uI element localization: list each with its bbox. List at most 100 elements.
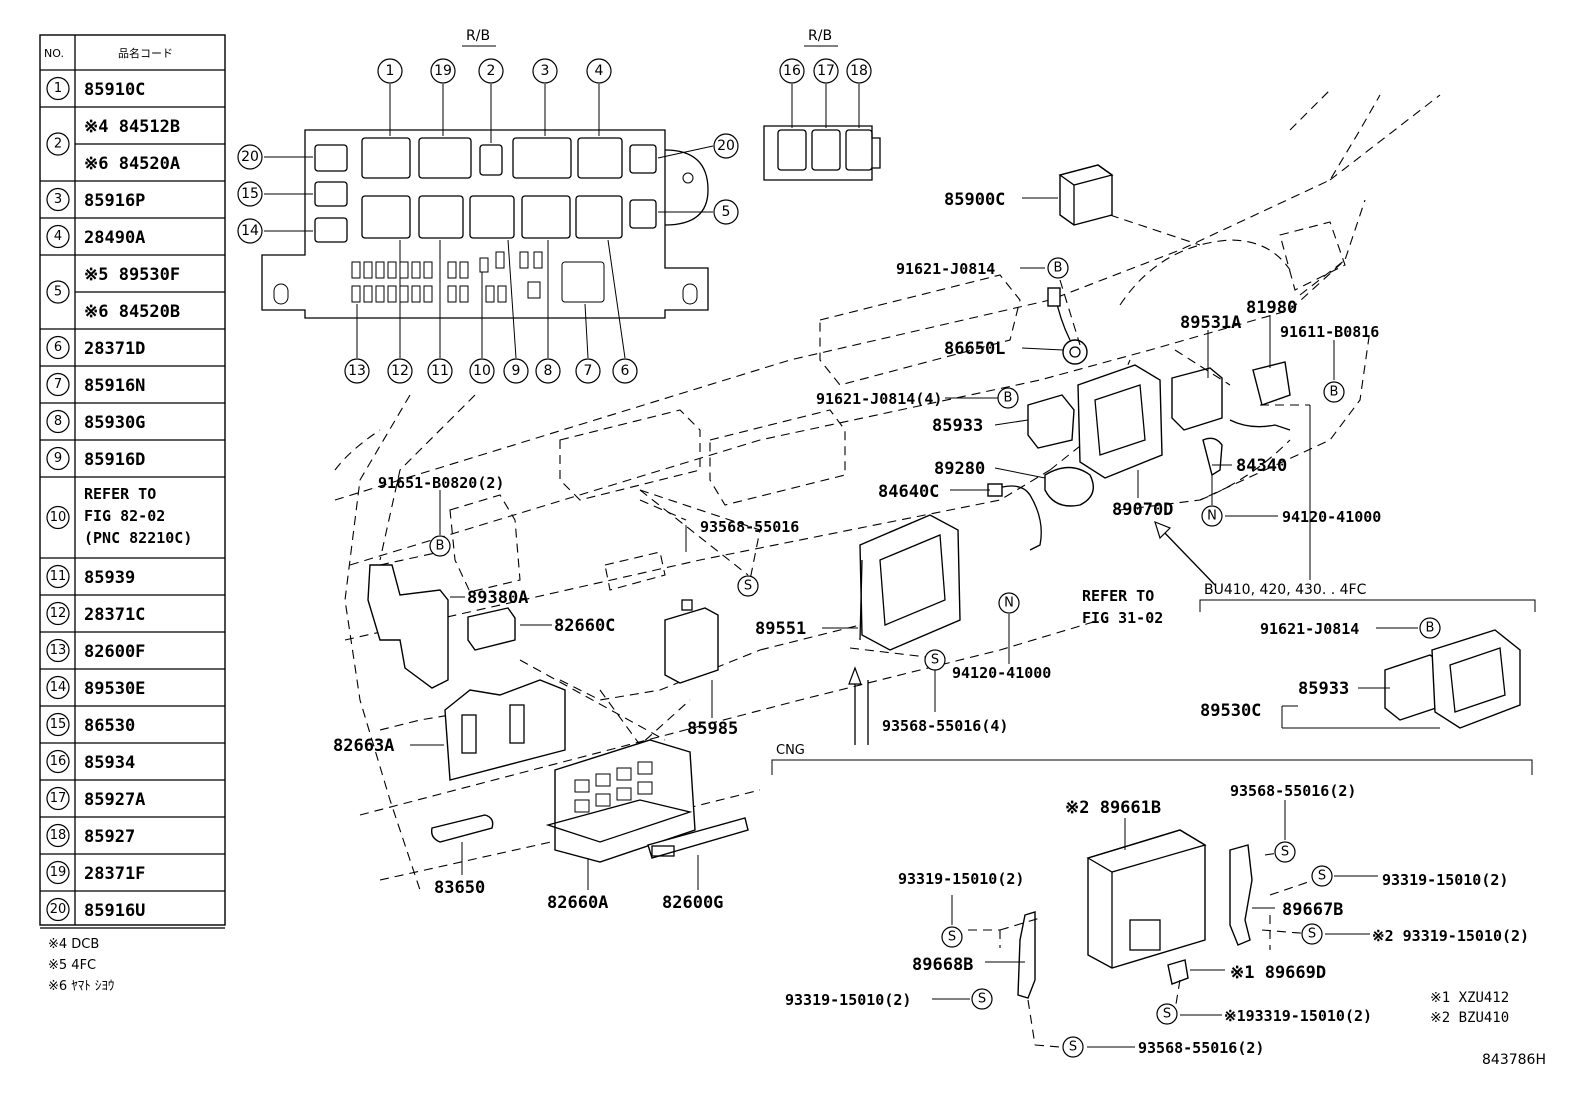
svg-text:8: 8 bbox=[544, 363, 553, 379]
label-refer-to: REFER TO bbox=[1082, 587, 1154, 605]
svg-text:19: 19 bbox=[434, 63, 452, 79]
svg-text:B: B bbox=[1054, 261, 1063, 276]
components bbox=[367, 164, 1521, 999]
model-note: ※1 XZU412 bbox=[1430, 990, 1510, 1006]
label-85985: 85985 bbox=[687, 719, 738, 739]
callout-11: 11 bbox=[427, 358, 453, 384]
svg-text:3: 3 bbox=[541, 63, 550, 79]
callout-20-right: 20 bbox=[713, 133, 739, 159]
table-row-code: 86530 bbox=[84, 716, 135, 736]
svg-text:N: N bbox=[1207, 509, 1217, 524]
svg-text:S: S bbox=[1318, 869, 1326, 884]
svg-text:B: B bbox=[1330, 385, 1339, 400]
label-82660C: 82660C bbox=[554, 616, 615, 636]
callout-10: 10 bbox=[469, 358, 495, 384]
label-89661B: ※2 89661B bbox=[1065, 798, 1161, 818]
label-94120-41000: 94120-41000 bbox=[1282, 508, 1381, 526]
table-row-number: 15 bbox=[50, 717, 67, 732]
label-83650: 83650 bbox=[434, 878, 485, 898]
callout-4: 4 bbox=[586, 58, 612, 84]
callout-14: 14 bbox=[237, 218, 263, 244]
label-91651-B0820: 91651-B0820(2) bbox=[378, 474, 504, 492]
label-85900C: 85900C bbox=[944, 190, 1005, 210]
variant-box-label: BU410, 420, 430. . 4FC bbox=[1204, 582, 1367, 598]
table-row-number-circle bbox=[46, 564, 70, 589]
relay-block-label: R/B bbox=[466, 28, 490, 44]
table-row-number: 10 bbox=[50, 510, 67, 525]
legend-note: ※4 DCB bbox=[48, 937, 100, 952]
legend-note: ※5 4FC bbox=[48, 958, 97, 973]
svg-text:S: S bbox=[1163, 1007, 1171, 1022]
table-row-code: (PNC 82210C) bbox=[84, 529, 192, 547]
label-fig-31-02: FIG 31-02 bbox=[1082, 609, 1163, 627]
label-89669D: ※1 89669D bbox=[1230, 963, 1326, 983]
table-row-number: 4 bbox=[54, 229, 62, 244]
table-row-number: 2 bbox=[54, 137, 62, 152]
cng-box-label: CNG bbox=[776, 743, 805, 758]
label-84340: 84340 bbox=[1236, 456, 1287, 476]
callout-3: 3 bbox=[532, 58, 558, 84]
callout-13: 13 bbox=[344, 358, 370, 384]
callout-5: 5 bbox=[713, 199, 739, 225]
bolt-s-icon: S bbox=[1156, 1003, 1178, 1025]
variant-box: BU410, 420, 430. . 4FC bbox=[1199, 582, 1536, 612]
relay-block-diagram: R/B R/B bbox=[261, 28, 881, 359]
callout-12: 12 bbox=[387, 358, 413, 384]
part-labels: 85900C 91621-J0814 86650L 89531A 81980 9… bbox=[333, 190, 1529, 1057]
callout-18: 18 bbox=[846, 58, 872, 84]
dashboard-outline bbox=[334, 89, 1441, 891]
svg-text:5: 5 bbox=[722, 204, 731, 220]
svg-text:9: 9 bbox=[512, 363, 521, 379]
table-row-number-circle bbox=[46, 446, 70, 471]
table-row-number-circle bbox=[46, 638, 70, 663]
svg-text:20: 20 bbox=[717, 138, 735, 154]
label-89667B: 89667B bbox=[1282, 900, 1343, 920]
label-82600G: 82600G bbox=[662, 893, 723, 913]
legend-note: ※6 ﾔﾏﾄ ｼﾖｳ bbox=[48, 979, 115, 994]
table-row-number: 19 bbox=[50, 865, 67, 880]
label-93319-15010-2d: 93319-15010(2) bbox=[785, 991, 911, 1009]
svg-text:16: 16 bbox=[783, 63, 801, 79]
label-85933: 85933 bbox=[932, 416, 983, 436]
table-row-number-circle bbox=[46, 280, 70, 304]
table-row-code: ※5 89530F bbox=[84, 265, 180, 285]
bolt-b-icon: B bbox=[429, 535, 451, 557]
svg-text:S: S bbox=[1308, 927, 1316, 942]
nut-n-icon: N bbox=[998, 592, 1020, 614]
callout-19: 19 bbox=[430, 58, 456, 84]
svg-text:10: 10 bbox=[473, 363, 491, 379]
table-row-number-circle bbox=[46, 372, 70, 397]
callout-15: 15 bbox=[237, 181, 263, 207]
bolt-b-icon: B bbox=[1047, 257, 1069, 279]
table-row-number-circle bbox=[46, 897, 70, 922]
table-row-code: 85916U bbox=[84, 901, 145, 921]
svg-text:B: B bbox=[1426, 621, 1435, 636]
table-row-number: 6 bbox=[54, 340, 62, 355]
callout-2: 2 bbox=[478, 58, 504, 84]
cng-box: CNG bbox=[771, 743, 1533, 775]
bolt-s-icon: S bbox=[1062, 1036, 1084, 1058]
table-row-number: 17 bbox=[50, 791, 67, 806]
table-row-number: 18 bbox=[50, 828, 67, 843]
bolt-s-icon: S bbox=[971, 988, 993, 1010]
bolt-s-icon: S bbox=[1301, 923, 1323, 945]
table-row-number: 5 bbox=[54, 285, 62, 300]
label-89530C: 89530C bbox=[1200, 701, 1261, 721]
relay-block-body bbox=[261, 129, 709, 319]
table-row-number: 13 bbox=[50, 643, 67, 658]
table-row-number-circle bbox=[46, 601, 70, 626]
table-row-number-circle bbox=[46, 132, 70, 156]
table-row-code: 85939 bbox=[84, 568, 135, 588]
label-89280: 89280 bbox=[934, 459, 985, 479]
table-row-number-circle bbox=[46, 749, 70, 774]
svg-text:4: 4 bbox=[595, 63, 604, 79]
label-93319-15010-2c: ※2 93319-15010(2) bbox=[1372, 927, 1529, 945]
svg-text:1: 1 bbox=[386, 63, 395, 79]
label-91621-J0814: 91621-J0814 bbox=[896, 260, 995, 278]
callout-7: 7 bbox=[575, 358, 601, 384]
label-89551: 89551 bbox=[755, 619, 806, 639]
bolt-b-icon: B bbox=[1323, 381, 1345, 403]
table-row-code: 85916P bbox=[84, 191, 145, 211]
sub-relay-block-body bbox=[763, 125, 881, 181]
